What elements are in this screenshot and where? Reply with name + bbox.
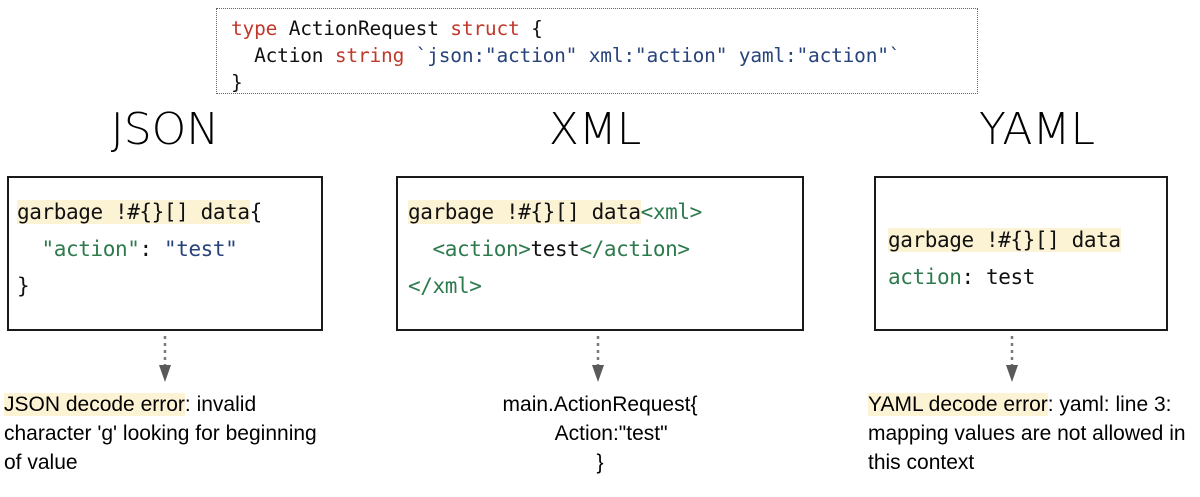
yaml-key: action: [888, 265, 962, 289]
struct-open-brace: {: [519, 17, 543, 40]
column-heading-xml: XML: [548, 104, 642, 155]
json-error-detail: : invalid character 'g' looking for begi…: [4, 393, 317, 474]
json-input-box: garbage !#{}[] data{ "action": "test" }: [7, 176, 323, 331]
xml-output-line-3: }: [596, 451, 604, 474]
json-close-brace: }: [17, 274, 30, 298]
json-input-code: garbage !#{}[] data{ "action": "test" }: [9, 178, 321, 305]
struct-type-name: ActionRequest: [277, 17, 451, 40]
struct-field-name: Action: [231, 44, 335, 67]
xml-open-tag: <xml>: [640, 200, 703, 224]
json-open-brace: {: [249, 200, 263, 224]
xml-input-code: garbage !#{}[] data<xml> <action>test</a…: [398, 178, 802, 305]
yaml-value: test: [985, 265, 1035, 289]
json-key: "action": [41, 237, 140, 261]
yaml-garbage-highlight: garbage !#{}[] data: [888, 228, 1121, 252]
yaml-input-code: garbage !#{}[] data action: test: [876, 178, 1166, 296]
xml-output-text: main.ActionRequest{ Action:"test"}: [420, 390, 780, 477]
column-heading-json: JSON: [110, 104, 220, 155]
json-garbage-highlight: garbage !#{}[] data: [17, 200, 250, 224]
xml-indent: [408, 237, 433, 261]
down-arrow-dotted-icon: [592, 336, 604, 382]
xml-close-tag: </xml>: [408, 274, 482, 298]
xml-action-close-tag: </action>: [579, 237, 690, 261]
yaml-error-detail: : yaml: line 3: mapping values are not a…: [868, 393, 1186, 474]
xml-garbage-highlight: garbage !#{}[] data: [408, 200, 641, 224]
struct-keyword-type: type: [231, 17, 278, 40]
xml-output-line-2: Action:"test": [532, 422, 668, 445]
xml-output-line-1: main.ActionRequest{: [502, 393, 698, 416]
json-output-text: JSON decode error: invalid character 'g'…: [4, 390, 334, 477]
struct-keyword-struct: struct: [450, 17, 520, 40]
json-value: "test": [163, 237, 238, 261]
yaml-error-label-highlight: YAML decode error: [868, 393, 1048, 416]
json-indent: [17, 237, 42, 261]
go-struct-code-block: type ActionRequest struct { Action strin…: [216, 8, 978, 94]
xml-action-value: test: [530, 237, 580, 261]
json-colon: :: [139, 237, 164, 261]
yaml-colon: :: [961, 265, 986, 289]
struct-close-brace: }: [231, 71, 243, 94]
xml-input-box: garbage !#{}[] data<xml> <action>test</a…: [396, 176, 804, 331]
yaml-input-box: garbage !#{}[] data action: test: [874, 176, 1168, 331]
column-heading-yaml: YAML: [978, 104, 1096, 155]
xml-action-open-tag: <action>: [432, 237, 531, 261]
go-struct-code-text: type ActionRequest struct { Action strin…: [217, 9, 977, 96]
yaml-output-text: YAML decode error: yaml: line 3: mapping…: [868, 390, 1200, 477]
struct-field-type: string: [334, 44, 405, 67]
down-arrow-dotted-icon: [159, 336, 171, 382]
json-error-label-highlight: JSON decode error: [4, 393, 185, 416]
down-arrow-dotted-icon: [1006, 336, 1018, 382]
struct-field-tag: `json:"action" xml:"action" yaml:"action…: [404, 44, 901, 67]
